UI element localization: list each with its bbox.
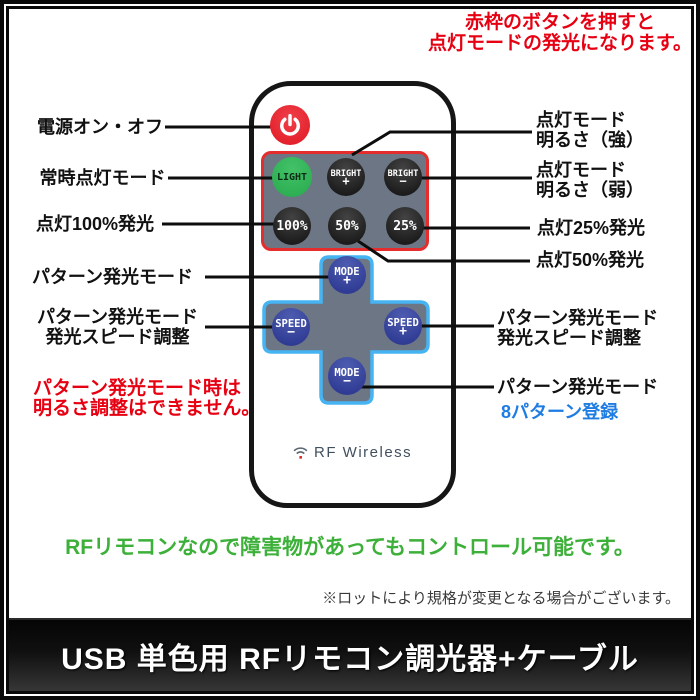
- mode-plus-button[interactable]: MODE +: [328, 256, 366, 294]
- light-button[interactable]: LIGHT: [272, 157, 312, 197]
- label-100: 点灯100%発光: [35, 214, 155, 234]
- mode-plus-label: MODE: [334, 265, 360, 278]
- pct-100-label: 100%: [276, 218, 308, 234]
- warning-line2: 明るさ調整はできません。: [33, 397, 261, 419]
- label-speed-right-line1: パターン発光モード: [497, 308, 659, 328]
- label-speed-left: パターン発光モード 発光スピード調整: [30, 307, 205, 347]
- pct-100-button[interactable]: 100%: [273, 207, 311, 245]
- pct-25-button[interactable]: 25%: [386, 207, 424, 245]
- label-speed-left-line1: パターン発光モード: [36, 307, 199, 327]
- label-25: 点灯25%発光: [537, 218, 646, 238]
- label-speed-right-line2: 発光スピード調整: [497, 328, 641, 348]
- pct-50-label: 50%: [335, 218, 359, 234]
- mode-minus-sign: −: [343, 373, 351, 389]
- pct-50-button[interactable]: 50%: [328, 207, 366, 245]
- label-bright-weak: 点灯モード 明るさ（弱）: [536, 160, 644, 200]
- bright-minus-button[interactable]: BRIGHT −: [384, 158, 422, 196]
- top-annotation-line1: 赤枠のボタンを押すと: [464, 12, 655, 33]
- label-power: 電源オン・オフ: [37, 117, 163, 137]
- top-annotation-line2: 点灯モードの発光になります。: [427, 33, 693, 54]
- speed-plus-sign: +: [399, 323, 407, 339]
- mode-minus-button[interactable]: MODE −: [328, 357, 366, 395]
- label-pattern-mode-right: パターン発光モード: [497, 377, 659, 397]
- speed-minus-label: SPEED: [275, 317, 307, 330]
- brand-block: RF Wireless: [292, 444, 412, 461]
- label-pattern-mode-left: パターン発光モード: [31, 267, 194, 287]
- bright-plus-label: BRIGHT: [330, 168, 362, 179]
- light-button-label: LIGHT: [276, 171, 308, 183]
- warning-line1: パターン発光モード時は: [33, 378, 242, 399]
- bright-minus-label: BRIGHT: [387, 168, 419, 179]
- product-title: USB 単色用 RFリモコン調光器+ケーブル: [61, 642, 639, 676]
- mode-minus-label: MODE: [334, 366, 360, 379]
- mode-plus-sign: +: [343, 272, 351, 288]
- green-note: RFリモコンなので障害物があってもコントロール可能です。: [65, 536, 635, 559]
- wifi-icon: [293, 447, 308, 459]
- label-bright-weak-line2: 明るさ（弱）: [536, 180, 644, 200]
- product-title-bar: USB 単色用 RFリモコン調光器+ケーブル: [9, 618, 691, 691]
- bright-plus-button[interactable]: BRIGHT +: [327, 158, 365, 196]
- bright-plus-sign: +: [342, 173, 350, 188]
- bright-minus-sign: −: [399, 173, 407, 188]
- warning-note: パターン発光モード時は 明るさ調整はできません。: [33, 379, 260, 418]
- label-speed-left-line2: 発光スピード調整: [45, 327, 190, 347]
- pct-25-label: 25%: [393, 218, 417, 234]
- label-50: 点灯50%発光: [536, 250, 645, 270]
- top-annotation: 赤枠のボタンを押すと 点灯モードの発光になります。: [420, 12, 700, 54]
- speed-minus-button[interactable]: SPEED −: [272, 308, 310, 346]
- lot-disclaimer: ※ロットにより規格が変更となる場合がございます。: [322, 590, 680, 607]
- label-light-mode: 常時点灯モード: [39, 168, 166, 188]
- label-speed-right: パターン発光モード 発光スピード調整: [497, 308, 658, 348]
- speed-plus-button[interactable]: SPEED +: [384, 307, 422, 345]
- speed-plus-label: SPEED: [387, 316, 419, 329]
- label-bright-strong-line2: 明るさ（強）: [536, 130, 644, 150]
- label-bright-strong: 点灯モード 明るさ（強）: [536, 110, 644, 150]
- label-bright-weak-line1: 点灯モード: [536, 160, 626, 180]
- label-pattern-count: 8パターン登録: [501, 402, 619, 422]
- label-bright-strong-line1: 点灯モード: [536, 110, 626, 130]
- power-icon: [280, 114, 300, 136]
- power-button[interactable]: [270, 105, 310, 145]
- speed-minus-sign: −: [287, 324, 295, 340]
- brand-text: RF Wireless: [314, 444, 413, 461]
